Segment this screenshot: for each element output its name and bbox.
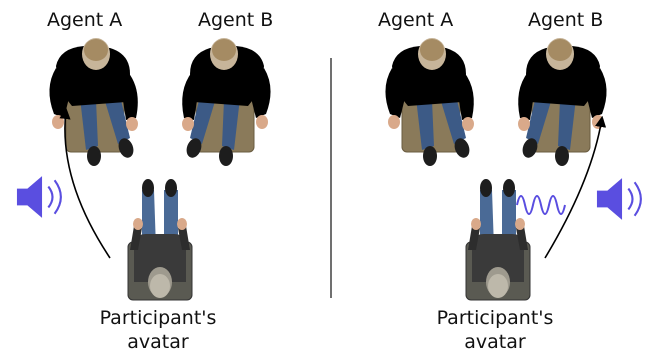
agent-b-label: Agent B bbox=[198, 9, 274, 31]
agent-a-figure bbox=[384, 37, 475, 167]
agent-a-label: Agent A bbox=[47, 9, 123, 31]
agent-a-figure bbox=[48, 37, 139, 167]
participant-avatar bbox=[127, 178, 193, 301]
noise-wave-icon bbox=[516, 195, 566, 215]
agent-b-figure bbox=[517, 37, 608, 167]
agent-b-figure bbox=[181, 37, 272, 167]
caption-line1: Participant's bbox=[436, 307, 554, 329]
arrow-icon bbox=[59, 107, 111, 259]
panel-left bbox=[15, 37, 272, 301]
arrow-icon bbox=[544, 115, 607, 259]
participant-caption: Participant's avatar bbox=[395, 306, 595, 354]
agent-b-label: Agent B bbox=[528, 9, 604, 31]
caption-line2: avatar bbox=[464, 331, 526, 353]
caption-line2: avatar bbox=[127, 331, 189, 353]
panel-right bbox=[384, 37, 642, 301]
speaker-icon bbox=[595, 177, 642, 221]
participant-caption: Participant's avatar bbox=[58, 306, 258, 354]
caption-line1: Participant's bbox=[99, 307, 217, 329]
speaker-icon bbox=[15, 175, 62, 219]
agent-a-label: Agent A bbox=[378, 9, 454, 31]
